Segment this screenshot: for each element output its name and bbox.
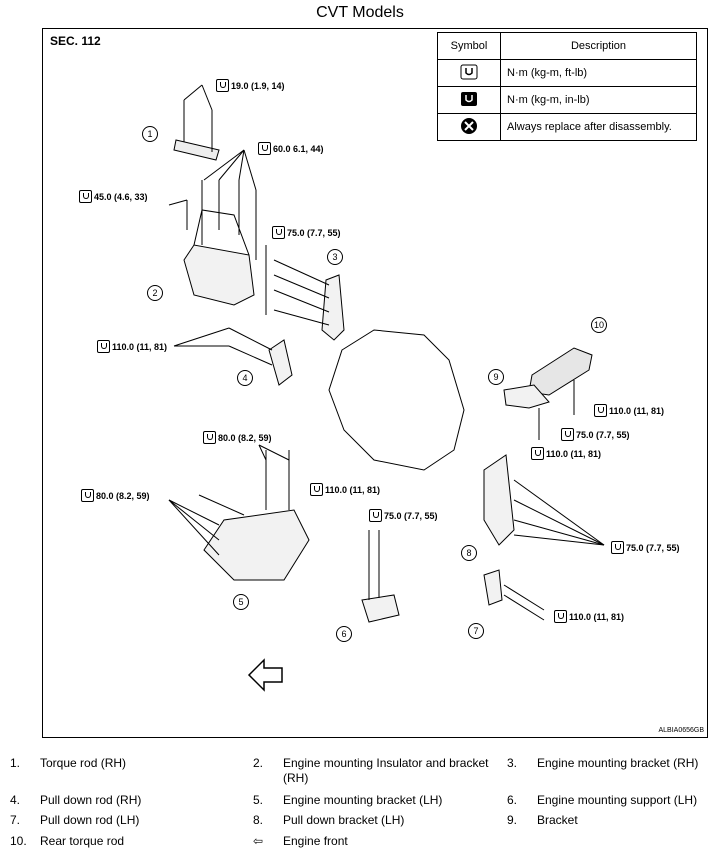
torque-label: 60.0 6.1, 44) xyxy=(258,142,324,155)
torque-label: 45.0 (4.6, 33) xyxy=(79,190,148,203)
legend-text: Engine mounting support (LH) xyxy=(537,793,698,807)
torque-label: 75.0 (7.7, 55) xyxy=(561,428,630,441)
symbol-description: Always replace after disassembly. xyxy=(500,113,697,141)
symbol-description: N·m (kg-m, in-lb) xyxy=(500,86,697,114)
page-title: CVT Models xyxy=(316,4,404,21)
part-callout-9: 9 xyxy=(488,369,504,385)
torque-wrench-icon xyxy=(97,340,110,353)
legend-number: 1. xyxy=(10,756,21,770)
description-header: Description xyxy=(500,32,697,60)
legend-number: 7. xyxy=(10,813,21,827)
symbol-table: Symbol Description N·m (kg-m, ft-lb) N·m… xyxy=(437,32,697,141)
torque-value: 110.0 (11, 81) xyxy=(609,405,665,416)
legend-number: 8. xyxy=(253,813,264,827)
engine-front-arrow-icon: ⇦ xyxy=(253,834,264,848)
torque-wrench-icon xyxy=(310,483,323,496)
torque-value: 80.0 (8.2, 59) xyxy=(218,432,272,443)
torque-wrench-icon xyxy=(258,142,271,155)
torque-wrench-icon xyxy=(561,428,574,441)
symbol-description: N·m (kg-m, ft-lb) xyxy=(500,59,697,87)
legend-number: 4. xyxy=(10,793,21,807)
torque-value: 80.0 (8.2, 59) xyxy=(96,490,150,501)
legend-number: 5. xyxy=(253,793,264,807)
part-callout-8: 8 xyxy=(461,545,477,561)
torque-label: 110.0 (11, 81) xyxy=(97,340,167,353)
torque-value: 75.0 (7.7, 55) xyxy=(384,510,438,521)
torque-wrench-icon xyxy=(531,447,544,460)
torque-wrench-icon xyxy=(81,489,94,502)
torque-label: 110.0 (11, 81) xyxy=(554,610,624,623)
legend-text: Rear torque rod xyxy=(40,834,125,848)
torque-value: 75.0 (7.7, 55) xyxy=(626,542,680,553)
torque-label: 75.0 (7.7, 55) xyxy=(611,541,680,554)
torque-label: 75.0 (7.7, 55) xyxy=(369,509,438,522)
torque-label: 110.0 (11, 81) xyxy=(531,447,601,460)
torque-value: 110.0 (11, 81) xyxy=(112,341,168,352)
part-callout-2: 2 xyxy=(147,285,163,301)
torque-value: 75.0 (7.7, 55) xyxy=(287,227,341,238)
torque-wrench-icon xyxy=(554,610,567,623)
legend-number: 3. xyxy=(507,756,518,770)
torque-value: 45.0 (4.6, 33) xyxy=(94,191,148,202)
torque-value: 110.0 (11, 81) xyxy=(546,448,602,459)
torque-label: 80.0 (8.2, 59) xyxy=(81,489,150,502)
torque-wrench-icon xyxy=(79,190,92,203)
legend-number: 2. xyxy=(253,756,264,770)
legend-number: 6. xyxy=(507,793,518,807)
part-callout-5: 5 xyxy=(233,594,249,610)
legend-text: Pull down bracket (LH) xyxy=(283,813,405,827)
torque-value: 60.0 6.1, 44) xyxy=(273,143,324,154)
torque-wrench-icon xyxy=(272,226,285,239)
legend-text: Engine mounting bracket (RH) xyxy=(537,756,699,770)
torque-label: 110.0 (11, 81) xyxy=(594,404,664,417)
legend-text: Engine front xyxy=(283,834,348,848)
figure-reference: ALBIA0656GB xyxy=(658,727,704,734)
legend-number: 9. xyxy=(507,813,518,827)
part-callout-4: 4 xyxy=(237,370,253,386)
always-replace-icon xyxy=(437,113,501,141)
diagram-frame xyxy=(42,28,708,738)
legend-text: Bracket xyxy=(537,813,578,827)
symbol-header: Symbol xyxy=(437,32,501,60)
torque-wrench-icon xyxy=(611,541,624,554)
legend-text: Torque rod (RH) xyxy=(40,756,127,770)
torque-value: 19.0 (1.9, 14) xyxy=(231,80,285,91)
legend-text: Pull down rod (RH) xyxy=(40,793,142,807)
part-callout-3: 3 xyxy=(327,249,343,265)
torque-label: 110.0 (11, 81) xyxy=(310,483,380,496)
torque-wrench-icon xyxy=(216,79,229,92)
part-callout-7: 7 xyxy=(468,623,484,639)
legend-number: 10. xyxy=(10,834,27,848)
torque-label: 80.0 (8.2, 59) xyxy=(203,431,272,444)
part-callout-6: 6 xyxy=(336,626,352,642)
exploded-view-diagram xyxy=(168,84,605,692)
legend-text: Engine mounting bracket (LH) xyxy=(283,793,443,807)
torque-wrench-icon xyxy=(369,509,382,522)
part-callout-10: 10 xyxy=(591,317,607,333)
section-label: SEC. 112 xyxy=(50,34,101,48)
torque-label: 75.0 (7.7, 55) xyxy=(272,226,341,239)
torque-value: 75.0 (7.7, 55) xyxy=(576,429,630,440)
torque-wrench-icon xyxy=(203,431,216,444)
torque-nm-kgm-ftlb-icon xyxy=(437,59,501,87)
torque-value: 110.0 (11, 81) xyxy=(569,611,625,622)
torque-wrench-icon xyxy=(594,404,607,417)
torque-label: 19.0 (1.9, 14) xyxy=(216,79,285,92)
torque-value: 110.0 (11, 81) xyxy=(325,484,381,495)
part-callout-1: 1 xyxy=(142,126,158,142)
legend-text: Pull down rod (LH) xyxy=(40,813,140,827)
legend-text: Engine mounting Insulator and bracket (R… xyxy=(283,756,489,785)
torque-nm-kgm-inlb-icon xyxy=(437,86,501,114)
